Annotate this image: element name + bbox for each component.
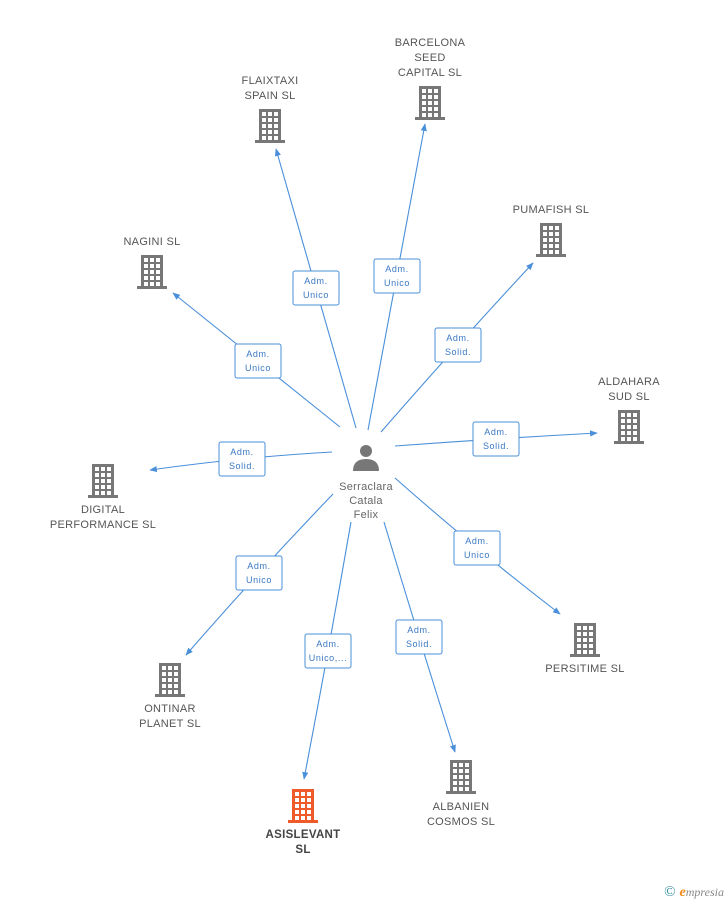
brand-initial: e [679,885,686,900]
person-name[interactable]: Catala [349,495,383,507]
person-icon[interactable] [353,445,379,471]
role-text: Adm. [446,333,469,343]
role-text: Adm. [247,561,270,571]
role-badge-ontinar[interactable]: Adm. Unico [235,555,283,591]
role-badge-flaixtaxi[interactable]: Adm. Unico [292,270,340,306]
company-name-barcelona[interactable]: SEED [414,52,445,64]
role-text: Unico,... [309,653,347,663]
company-name-barcelona[interactable]: CAPITAL SL [398,67,462,79]
company-name-ontinar[interactable]: PLANET SL [139,718,201,730]
role-text: Adm. [230,447,253,457]
role-text: Unico [384,278,410,288]
building-icon-albanien[interactable] [446,760,476,794]
role-text: Unico [245,363,271,373]
role-text: Solid. [483,441,509,451]
company-name-digital[interactable]: DIGITAL [81,504,125,516]
building-icon-aldahara[interactable] [614,410,644,444]
role-badge-digital[interactable]: Adm. Solid. [218,441,266,477]
company-name-asislevant[interactable]: SL [295,844,310,856]
role-text: Unico [246,575,272,585]
building-icon-persitime[interactable] [570,623,600,657]
role-badge-nagini[interactable]: Adm. Unico [234,343,282,379]
role-text: Solid. [229,461,255,471]
brand-name: mpresia [685,885,724,899]
building-icon-ontinar[interactable] [155,663,185,697]
company-name-persitime[interactable]: PERSITIME SL [545,663,624,675]
company-name-digital[interactable]: PERFORMANCE SL [50,519,156,531]
building-icon-digital[interactable] [88,464,118,498]
building-icon-barcelona[interactable] [415,86,445,120]
building-icon-flaixtaxi[interactable] [255,109,285,143]
copyright-icon: © [664,884,676,900]
role-text: Solid. [406,639,432,649]
role-text: Unico [303,290,329,300]
role-text: Adm. [484,427,507,437]
company-name-flaixtaxi[interactable]: FLAIXTAXI [242,75,299,87]
company-name-flaixtaxi[interactable]: SPAIN SL [244,90,295,102]
company-name-albanien[interactable]: COSMOS SL [427,816,495,828]
person-name[interactable]: Serraclara [339,481,393,493]
building-icon-pumafish[interactable] [536,223,566,257]
person-name[interactable]: Felix [354,509,379,521]
brand-footer: ©empresia [664,884,724,901]
role-text: Adm. [304,276,327,286]
building-icon-asislevant[interactable] [288,789,318,823]
role-text: Adm. [385,264,408,274]
role-badge-aldahara[interactable]: Adm. Solid. [472,421,520,457]
role-badge-persitime[interactable]: Adm. Unico [453,530,501,566]
role-badge-barcelona[interactable]: Adm. Unico [373,258,421,294]
company-name-asislevant[interactable]: ASISLEVANT [266,829,341,841]
company-name-albanien[interactable]: ALBANIEN [433,801,490,813]
company-name-ontinar[interactable]: ONTINAR [144,703,196,715]
company-name-nagini[interactable]: NAGINI SL [123,236,180,248]
role-text: Adm. [465,536,488,546]
building-icon-nagini[interactable] [137,255,167,289]
role-text: Solid. [445,347,471,357]
role-badge-pumafish[interactable]: Adm. Solid. [434,327,482,363]
role-text: Adm. [246,349,269,359]
role-text: Unico [464,550,490,560]
company-name-barcelona[interactable]: BARCELONA [395,37,466,49]
company-name-aldahara[interactable]: ALDAHARA [598,376,660,388]
role-text: Adm. [407,625,430,635]
company-name-aldahara[interactable]: SUD SL [608,391,650,403]
role-badge-albanien[interactable]: Adm. Solid. [395,619,443,655]
role-badge-asislevant[interactable]: Adm. Unico,... [304,633,352,669]
company-name-pumafish[interactable]: PUMAFISH SL [513,204,590,216]
role-text: Adm. [316,639,339,649]
